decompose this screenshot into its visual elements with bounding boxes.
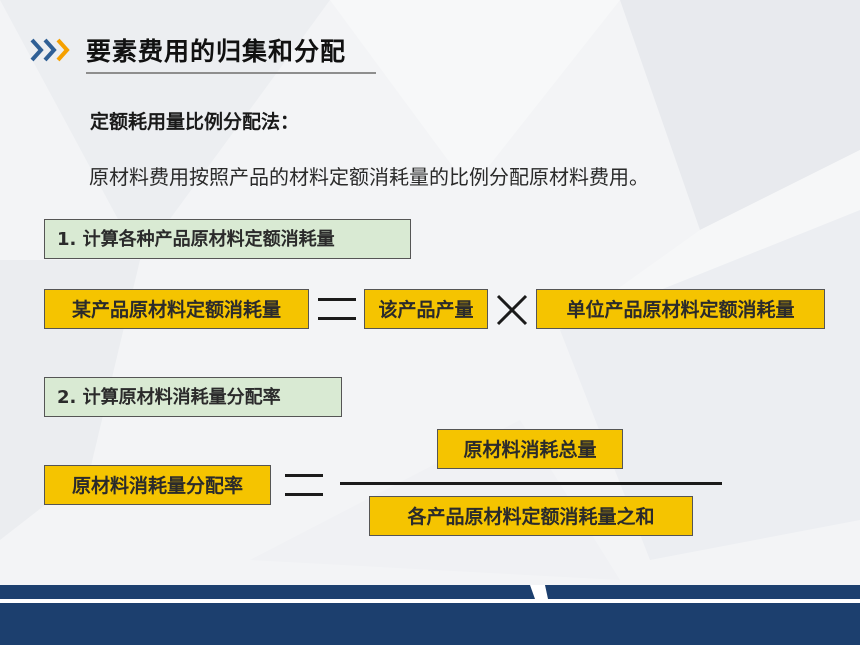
step-1-label: 1. 计算各种产品原材料定额消耗量 (44, 219, 411, 259)
equals-icon (285, 474, 323, 496)
title-underline (86, 72, 376, 74)
equals-icon (318, 298, 356, 320)
formula1-factor1-box: 该产品产量 (364, 289, 488, 329)
method-heading: 定额耗用量比例分配法： (90, 111, 300, 133)
formula1-factor2-box: 单位产品原材料定额消耗量 (536, 289, 825, 329)
page-title: 要素费用的归集和分配 (86, 37, 347, 66)
formula1-result-box: 某产品原材料定额消耗量 (44, 289, 309, 329)
formula2-denominator-box: 各产品原材料定额消耗量之和 (369, 496, 693, 536)
method-description: 原材料费用按照产品的材料定额消耗量的比例分配原材料费用。 (89, 165, 649, 189)
formula2-numerator-box: 原材料消耗总量 (437, 429, 623, 469)
formula2-result-box: 原材料消耗量分配率 (44, 465, 271, 505)
step-2-label: 2. 计算原材料消耗量分配率 (44, 377, 342, 417)
fraction-bar (340, 482, 722, 485)
double-chevron-right-icon (30, 38, 70, 62)
footer-band (0, 585, 860, 645)
multiply-icon (496, 294, 528, 326)
